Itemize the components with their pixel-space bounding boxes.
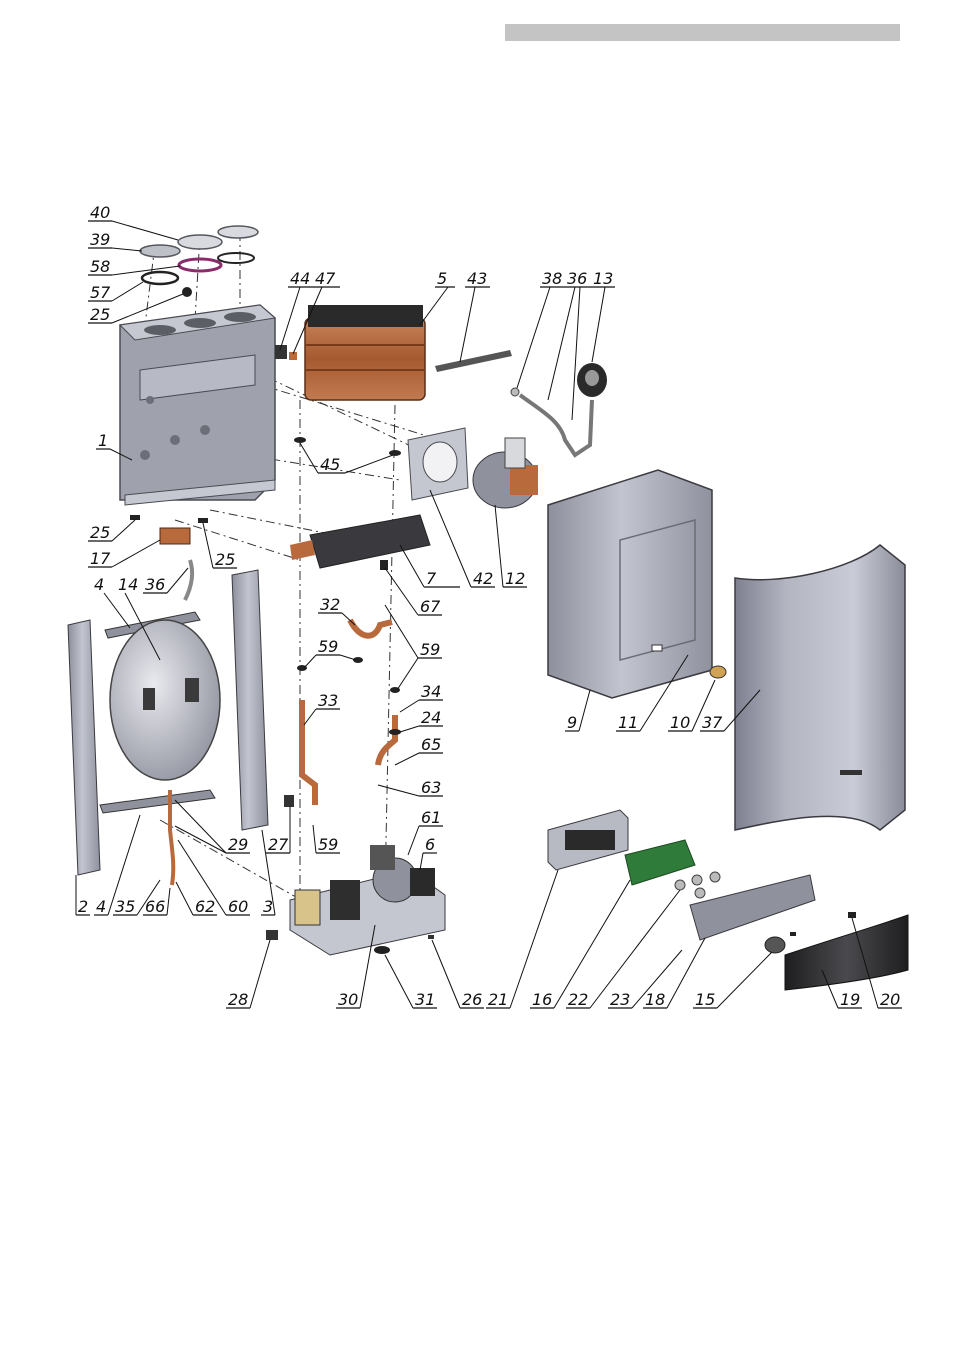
callout-label: 1 [98,431,108,450]
callout-label: 25 [90,523,110,542]
heat-exchanger [275,305,425,400]
callout-label: 25 [90,305,110,324]
callout-label: 62 [195,897,215,916]
side-casing [548,470,726,698]
callout-label: 27 [268,835,289,854]
boiler-frame [120,305,275,523]
front-casing [735,545,905,830]
callout-label: 28 [228,990,248,1009]
callout-label: 17 [90,549,111,568]
callout-label: 5 [437,269,447,288]
callout-label: 65 [421,735,441,754]
fan-assembly [408,428,538,508]
callout-label: 19 [840,990,860,1009]
control-panel-parts [548,810,908,990]
callout-label: 34 [421,682,441,701]
callout-label: 25 [215,550,235,569]
callout-label: 6 [425,835,435,854]
gaskets-45 [294,437,401,456]
insulation-strip [435,350,512,372]
callout-label: 11 [618,713,638,732]
callout-label: 66 [145,897,165,916]
callout-label: 3 [263,897,273,916]
callout-label: 9 [567,713,577,732]
top-seal-rings [140,226,258,297]
callout-label: 24 [421,708,441,727]
callout-label: 16 [532,990,552,1009]
callout-label: 4 [94,575,104,594]
callout-label: 31 [415,990,435,1009]
callout-label: 32 [320,595,340,614]
callout-label: 35 [115,897,135,916]
callout-label: 67 [420,597,441,616]
callout-label: 60 [228,897,248,916]
callout-label: 59 [420,640,440,659]
callout-label: 21 [488,990,508,1009]
callout-label: 43 [467,269,487,288]
callout-label: 20 [880,990,900,1009]
callout-label: 22 [568,990,588,1009]
copper-pipes [297,620,401,805]
callout-label: 29 [228,835,248,854]
callout-label: 14 [118,575,138,594]
callout-label: 33 [318,691,338,710]
callout-label: 37 [702,713,723,732]
callout-label: 57 [90,283,111,302]
callout-label: 63 [421,778,441,797]
callout-label: 4 [96,897,106,916]
callout-label: 59 [318,637,338,656]
callout-label: 18 [645,990,665,1009]
callout-label: 15 [695,990,715,1009]
callout-label: 44 [290,269,310,288]
callout-label: 10 [670,713,690,732]
callout-label: 61 [421,808,441,827]
callout-label: 45 [320,455,340,474]
callout-label: 38 [542,269,562,288]
callout-label: 58 [90,257,110,276]
callout-label: 13 [593,269,613,288]
callout-label: 26 [462,990,482,1009]
callout-label: 36 [567,269,587,288]
callout-label: 42 [473,569,493,588]
callout-label: 47 [315,269,336,288]
callout-label: 12 [505,569,525,588]
callout-label: 59 [318,835,338,854]
callout-label: 2 [78,897,88,916]
callout-label: 36 [145,575,165,594]
callout-label: 39 [90,230,110,249]
callout-label: 23 [610,990,630,1009]
expansion-tank [100,612,220,885]
callout-label: 30 [338,990,358,1009]
callout-label: 7 [426,569,437,588]
callout-label: 40 [90,203,110,222]
